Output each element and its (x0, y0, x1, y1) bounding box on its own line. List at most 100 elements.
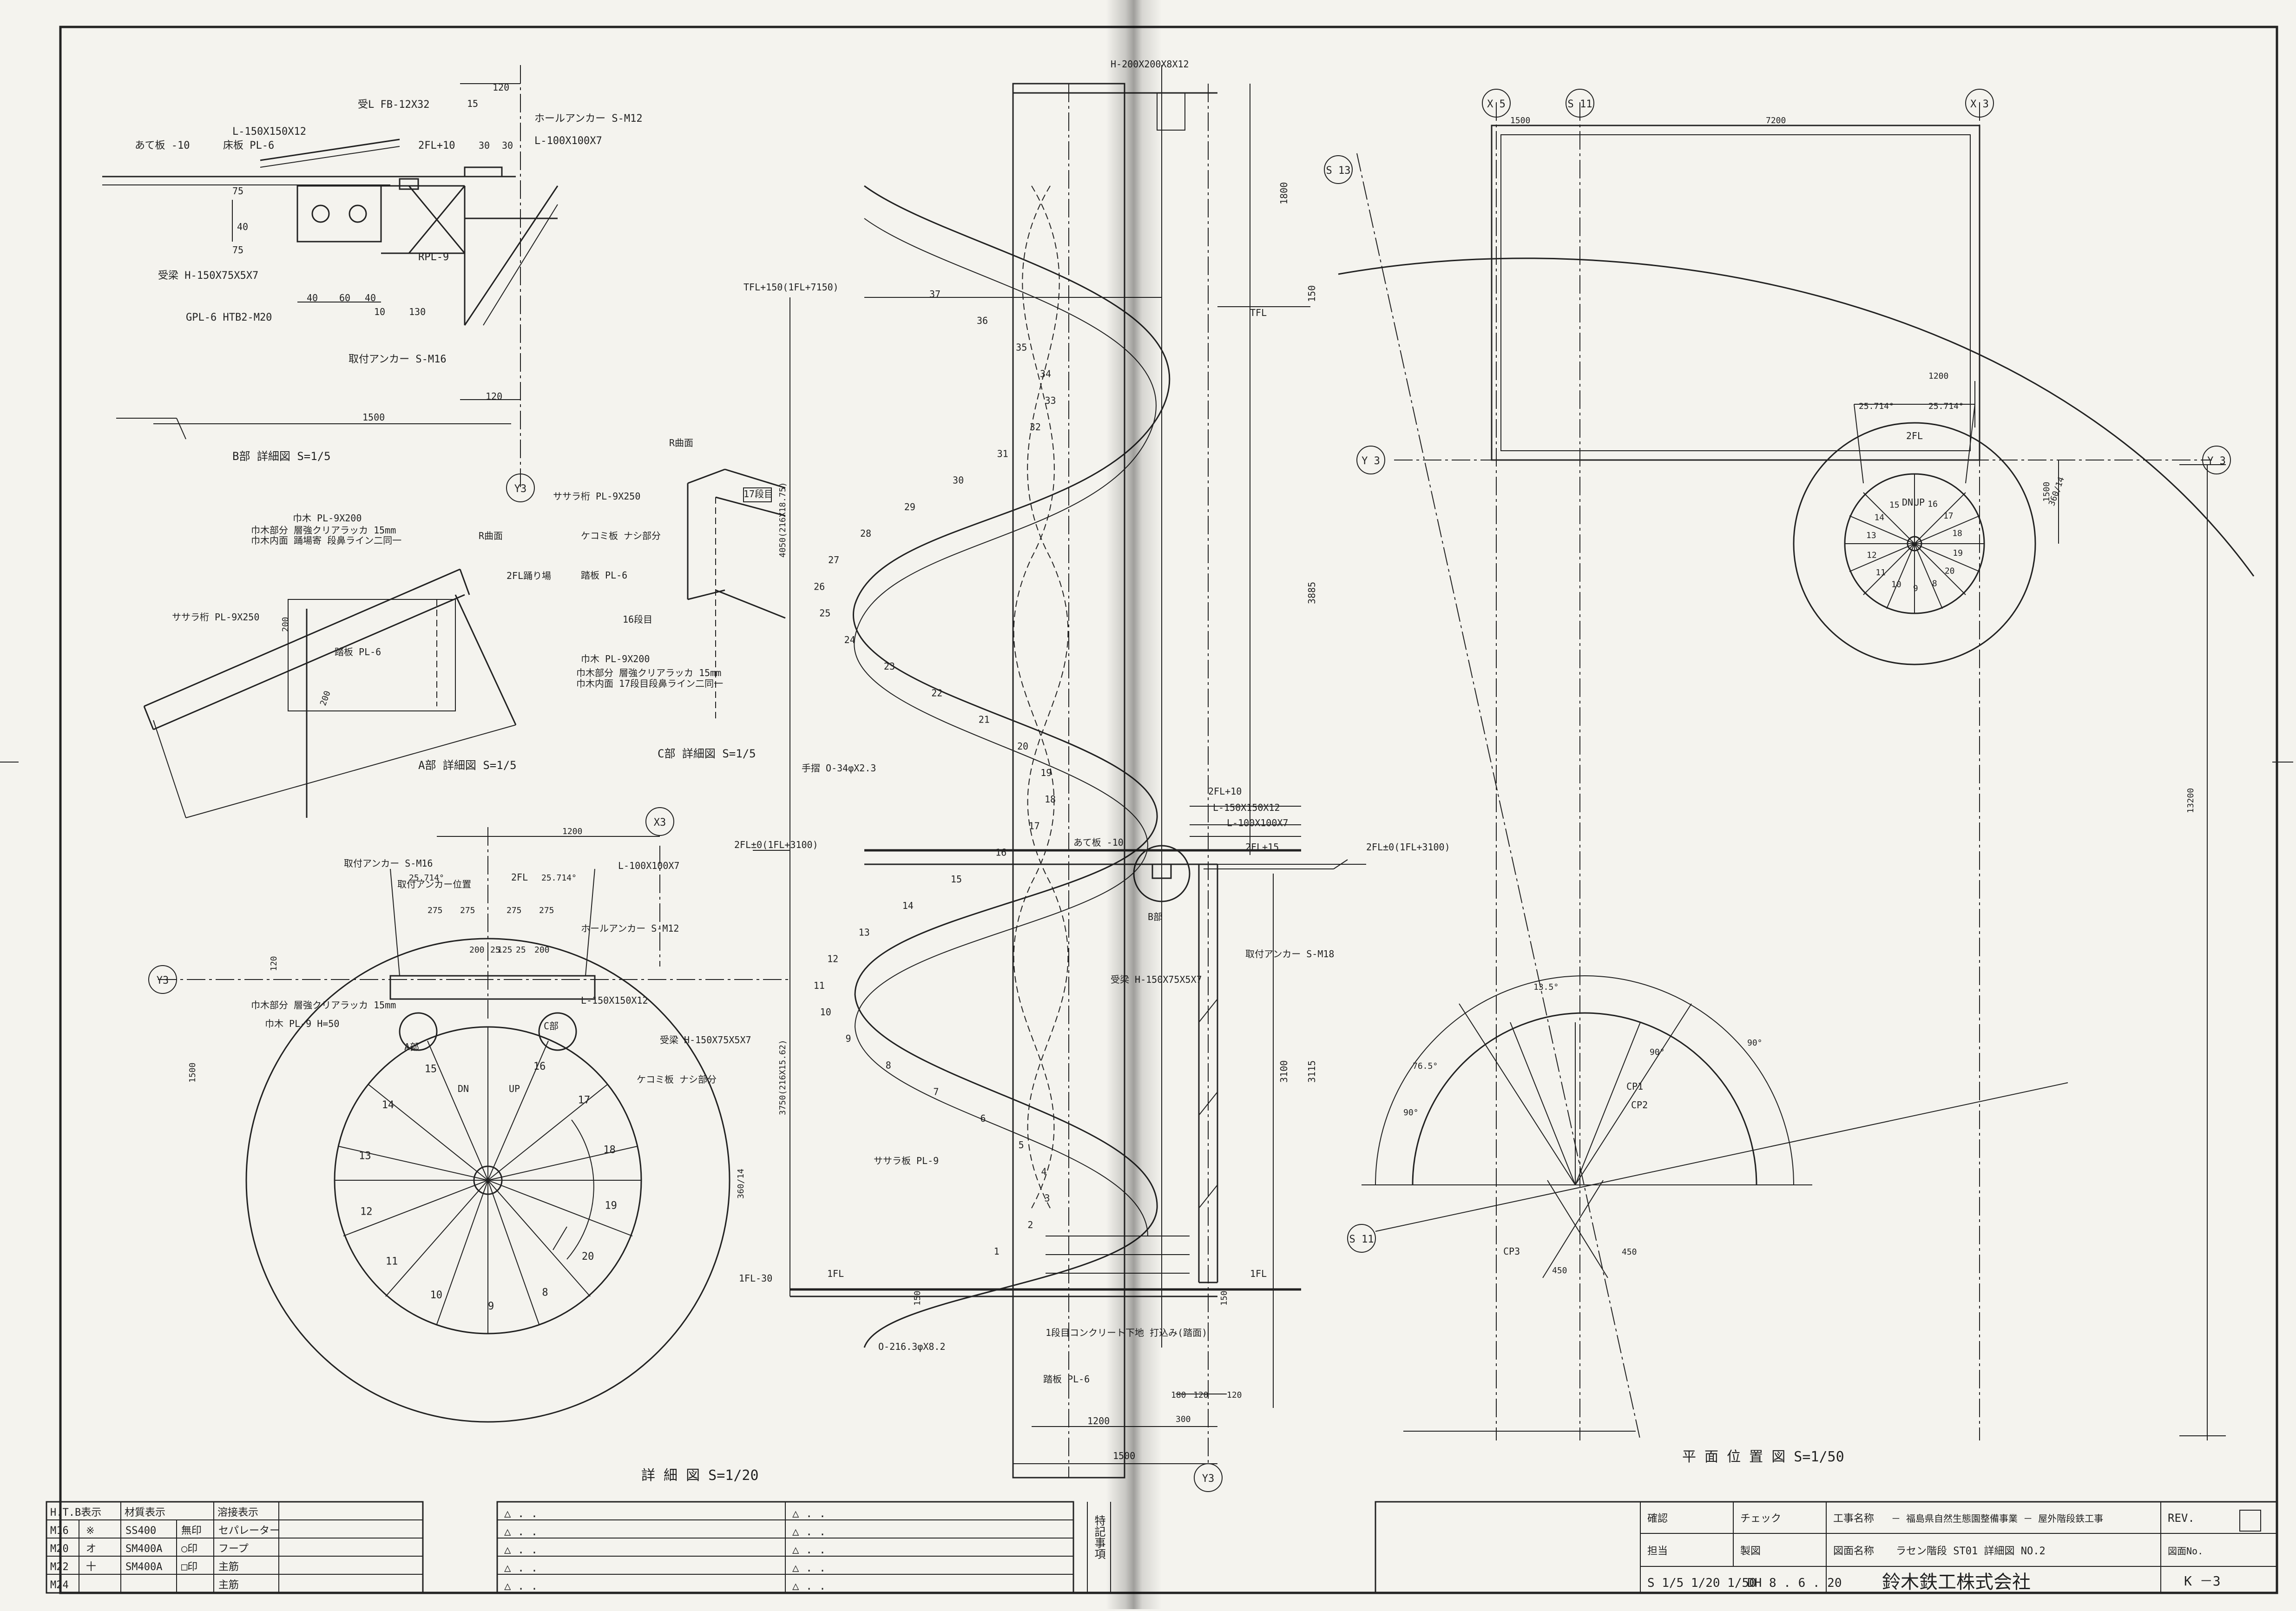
spiral-plan-step-number: 19 (605, 1200, 617, 1212)
b-detail-label: L-150X150X12 (232, 126, 306, 138)
elevation-step-number: 32 (1030, 421, 1041, 433)
b-detail-dim: 120 (486, 391, 502, 402)
plan-step-number: 18 (1952, 529, 1962, 539)
elevation-dim: 3100 (1278, 1060, 1289, 1083)
spiral-plan-label: ホールアンカー S-M12 (581, 923, 679, 934)
elevation-step-number: 33 (1045, 395, 1056, 406)
elevation-step-number: 22 (931, 687, 942, 698)
c-detail-label: 巾木 PL-9X200 (581, 653, 650, 664)
elevation-step-number: 21 (979, 714, 990, 725)
c-detail-label: 16段目 (623, 614, 652, 625)
spiral-plan-dim: 200 (469, 945, 485, 955)
axis-s11-plan-bubble (1347, 1224, 1376, 1253)
spiral-plan-dim: 120 (269, 956, 279, 971)
elevation-label: 1FL (1250, 1268, 1267, 1279)
axis-y3-spiral-bubble (148, 965, 177, 994)
spiral-plan-step-number: 18 (603, 1144, 616, 1156)
elevation-label: 1FL-30 (739, 1273, 772, 1284)
elevation-label: 受梁 H-150X75X5X7 (1111, 974, 1202, 985)
elevation-label: TFL (1250, 307, 1267, 318)
c-detail-drawing (687, 468, 786, 720)
spiral-plan-step-number: 9 (488, 1301, 494, 1312)
elevation-step-number: 34 (1040, 368, 1051, 380)
elevation-label: TFL+150(1FL+7150) (743, 282, 839, 293)
elevation-step-number: 7 (933, 1086, 939, 1098)
spiral-plan-dim: 200 (534, 945, 550, 955)
plan-dim: 450 (1622, 1247, 1637, 1257)
legend-cell: M20 (50, 1543, 69, 1555)
spiral-plan-label: A部 (404, 1041, 419, 1052)
b-detail-dim: 120 (493, 82, 509, 93)
b-detail-label: ホールアンカー S-M12 (534, 113, 643, 125)
title-label-check: チェック (1740, 1513, 1781, 1525)
elevation-label: 2FL+10 (1208, 786, 1242, 797)
spiral-plan-dim: 1500 (188, 1063, 197, 1083)
elevation-label: 踏板 PL-6 (1043, 1374, 1090, 1385)
elevation-step-number: 13 (859, 927, 870, 938)
plan-step-number: 19 (1953, 548, 1963, 558)
spiral-plan-label: ケコミ板 ナシ部分 (637, 1074, 717, 1085)
elevation-step-number: 14 (902, 900, 914, 911)
drawing-date: DH 8 . 6 . 20 (1747, 1576, 1842, 1590)
elevation-step-number: 24 (844, 634, 855, 645)
b-detail-dim: 75 (232, 244, 243, 256)
plan-step-number: 20 (1945, 566, 1955, 576)
elevation-label: ササラ板 PL-9 (874, 1155, 939, 1166)
axis-s11-plan: S 11 (1349, 1234, 1374, 1245)
legend-cell: フープ (218, 1543, 249, 1555)
elevation-label: 手摺 O-34φX2.3 (802, 763, 876, 774)
plan-dim: 450 (1552, 1266, 1567, 1276)
elevation-step-number: 2 (1027, 1219, 1033, 1230)
legend-cell: 無印 (181, 1525, 202, 1537)
elevation-step-number: 6 (980, 1113, 986, 1124)
plan-step-number: 15 (1889, 500, 1900, 510)
legend-cell: M24 (50, 1579, 69, 1591)
plan-step-number: 9 (1913, 584, 1918, 593)
legend-cell: SM400A (125, 1561, 162, 1573)
b-detail-dim: 30 (479, 140, 490, 151)
drawing-scale: S 1/5 1/20 1/50 (1647, 1576, 1757, 1590)
spiral-plan-step-number: 16 (533, 1061, 546, 1072)
plan-dim: 1200 (1928, 371, 1948, 381)
b-detail-label: 取付アンカー S-M16 (349, 354, 447, 365)
plan-label: CP3 (1503, 1246, 1520, 1257)
b-detail-title: B部 詳細図 S=1/5 (232, 450, 331, 463)
elevation-label: 2FL±0(1FL+3100) (1366, 842, 1450, 853)
legend-cell: M22 (50, 1561, 69, 1573)
elevation-label: H-200X200X8X12 (1111, 59, 1189, 70)
legend-cell: 主筋 (218, 1579, 239, 1591)
plan-step-number: 11 (1875, 568, 1886, 578)
c-detail-label: 17段目 (743, 488, 773, 500)
spiral-plan-step-number: 14 (382, 1099, 395, 1111)
plan-dim: 76.5° (1413, 1061, 1438, 1071)
b-detail-dim: 60 (339, 292, 350, 303)
revision-row: △ . . (792, 1561, 826, 1574)
revision-row: △ . . (792, 1507, 826, 1520)
axis-x5: X 5 (1487, 99, 1506, 110)
b-detail-dim: 40 (237, 221, 248, 232)
elevation-dim: 120 (1193, 1390, 1209, 1400)
a-detail-label: 巾木 PL-9X200 (293, 513, 362, 524)
axis-s13-bubble (1324, 155, 1353, 184)
elevation-label: 2FL+15 (1245, 842, 1279, 853)
b-detail-dim: 40 (307, 292, 318, 303)
elevation-step-number: 26 (814, 581, 825, 592)
elevation-dim: 150 (913, 1290, 922, 1306)
spiral-plan-dim: 275 (460, 906, 475, 915)
spiral-plan-label: L-100X100X7 (618, 860, 679, 871)
plan-step-number: 16 (1928, 499, 1938, 509)
elevation-step-number: 1 (994, 1246, 1000, 1257)
legend-cell: ○印 (181, 1543, 197, 1555)
c-detail-label: 巾木部分 層強クリアラッカ 15mm (576, 667, 721, 678)
revision-row: △ . . (504, 1579, 538, 1592)
legend-cell: SS400 (125, 1525, 156, 1537)
elevation-label: 1FL (827, 1268, 844, 1279)
spiral-plan-dim: 25 (490, 945, 500, 955)
plan-step-number: 12 (1867, 550, 1877, 560)
drawing-texts: B部 詳細図 S=1/5A部 詳細図 S=1/5C部 詳細図 S=1/5詳 細 … (50, 59, 2231, 1593)
elevation-dim: 180 (1171, 1390, 1186, 1400)
axis-y3-b-bubble (506, 473, 535, 502)
title-label-charge: 担当 (1647, 1545, 1668, 1557)
revision-row: △ . . (504, 1507, 538, 1520)
